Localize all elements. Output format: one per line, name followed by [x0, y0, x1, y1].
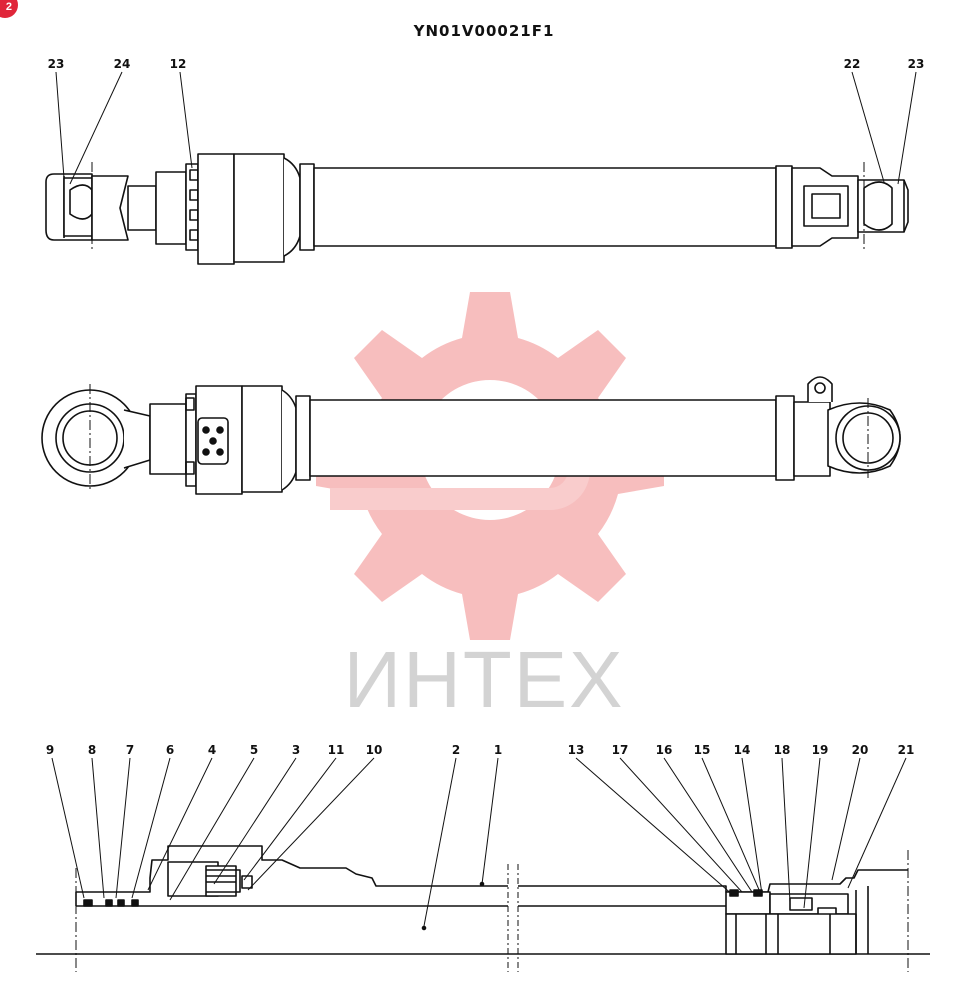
side-view-cylinder — [41, 376, 901, 495]
callout-label: 5 — [249, 743, 259, 757]
callout-label: 23 — [907, 57, 925, 71]
callout-label: 22 — [843, 57, 861, 71]
callout-label: 6 — [165, 743, 175, 757]
callout-label: 10 — [365, 743, 383, 757]
callout-label: 11 — [327, 743, 345, 757]
top-view-cylinder — [45, 153, 909, 265]
section-view-leaders — [51, 757, 907, 927]
callout-label: 3 — [291, 743, 301, 757]
callout-label: 12 — [169, 57, 187, 71]
callout-label: 20 — [851, 743, 869, 757]
callout-label: 9 — [45, 743, 55, 757]
callout-label: 7 — [125, 743, 135, 757]
section-view-cylinder — [36, 845, 930, 972]
callout-label: 16 — [655, 743, 673, 757]
callout-label: 14 — [733, 743, 751, 757]
callout-label: 1 — [493, 743, 503, 757]
drawing-code: YN01V00021F1 — [413, 22, 555, 40]
watermark-text: ИНТЕХ — [343, 635, 625, 724]
callout-label: 4 — [207, 743, 217, 757]
callout-label: 13 — [567, 743, 585, 757]
callout-label: 23 — [47, 57, 65, 71]
callout-label: 19 — [811, 743, 829, 757]
callout-label: 21 — [897, 743, 915, 757]
top-view-leaders — [55, 71, 917, 185]
callout-label: 17 — [611, 743, 629, 757]
corner-badge: 2 — [0, 0, 18, 18]
callout-label: 18 — [773, 743, 791, 757]
callout-label: 15 — [693, 743, 711, 757]
callout-label: 8 — [87, 743, 97, 757]
callout-label: 24 — [113, 57, 131, 71]
callout-label: 2 — [451, 743, 461, 757]
